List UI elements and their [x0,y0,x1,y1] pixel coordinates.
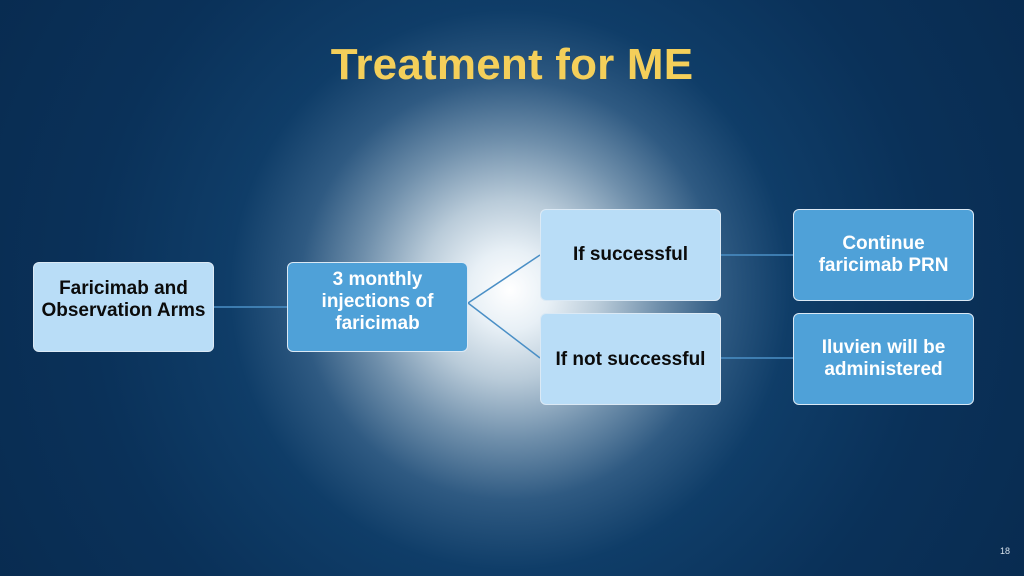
connector-injections-to-success [467,254,541,304]
node-label: If successful [572,244,689,265]
node-iluvien-administered: Iluvien will be administered [793,313,974,405]
node-label: If not successful [555,349,706,370]
page-number: 18 [999,546,1010,556]
slide-title: Treatment for ME [330,40,694,89]
node-faricimab-observation-arms: Faricimab and Observation Arms [33,262,214,352]
node-label: 3 monthly injections of faricimab [321,269,434,334]
connector-injections-to-failure [467,302,541,359]
node-if-successful: If successful [540,209,721,301]
node-label: Iluvien will be administered [821,337,946,380]
node-label: Faricimab and Observation Arms [41,278,206,321]
node-if-not-successful: If not successful [540,313,721,405]
node-continue-faricimab-prn: Continue faricimab PRN [793,209,974,301]
node-monthly-injections: 3 monthly injections of faricimab [287,262,468,352]
node-label: Continue faricimab PRN [818,233,949,276]
